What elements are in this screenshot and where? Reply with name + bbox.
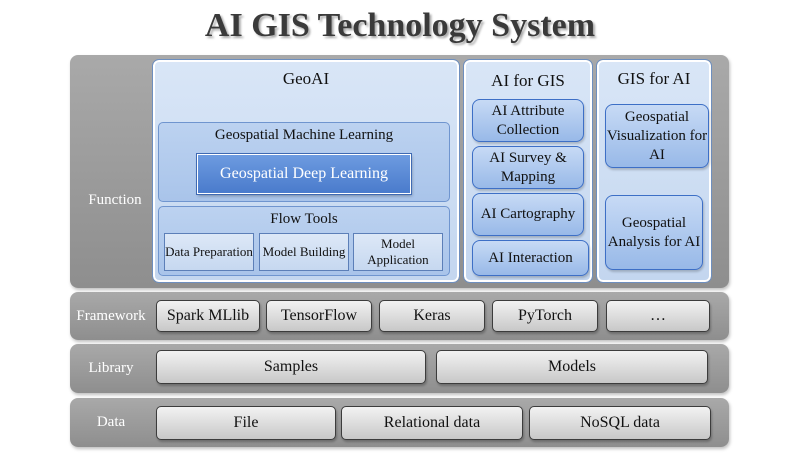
tool-data-preparation: Data Preparation <box>164 233 254 271</box>
data-file: File <box>156 406 336 440</box>
ai-for-gis-title: AI for GIS <box>491 71 565 90</box>
ai-attribute-collection: AI Attribute Collection <box>472 99 584 142</box>
framework-keras: Keras <box>379 300 485 332</box>
library-models: Models <box>436 350 708 384</box>
data-layer-label: Data <box>96 413 126 430</box>
tool-model-application: Model Application <box>353 233 443 271</box>
geospatial-machine-learning-label: Geospatial Machine Learning <box>214 126 394 143</box>
geospatial-deep-learning-box: Geospatial Deep Learning <box>196 153 412 195</box>
data-nosql: NoSQL data <box>529 406 711 440</box>
tool-model-building: Model Building <box>259 233 349 271</box>
page-title: AI GIS Technology System <box>204 7 596 44</box>
framework-tensorflow: TensorFlow <box>266 300 372 332</box>
geoai-title: GeoAI <box>282 69 330 88</box>
geospatial-analysis-for-ai: Geospatial Analysis for AI <box>605 195 703 270</box>
framework-pytorch: PyTorch <box>492 300 598 332</box>
ai-survey-mapping: AI Survey & Mapping <box>472 146 584 189</box>
framework-spark-mllib: Spark MLlib <box>156 300 260 332</box>
library-samples: Samples <box>156 350 426 384</box>
function-layer-label: Function <box>88 191 142 208</box>
gis-for-ai-title: GIS for AI <box>617 69 691 88</box>
framework-more: … <box>606 300 710 332</box>
flow-tools-label: Flow Tools <box>270 210 338 227</box>
ai-cartography: AI Cartography <box>472 193 584 236</box>
data-relational: Relational data <box>341 406 523 440</box>
framework-layer-label: Framework <box>76 307 146 324</box>
ai-interaction: AI Interaction <box>472 240 589 276</box>
library-layer-label: Library <box>88 359 134 376</box>
geospatial-visualization-for-ai: Geospatial Visualization for AI <box>605 104 709 168</box>
